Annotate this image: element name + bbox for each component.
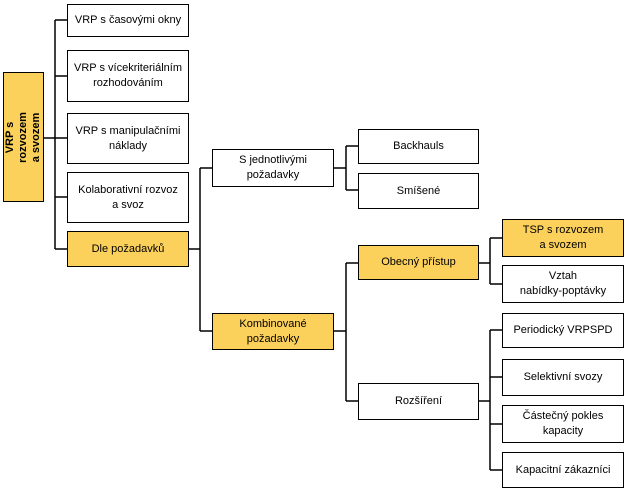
node-vrp-multicriteria: VRP s vícekriteriálním rozhodováním — [67, 50, 189, 102]
node-tsp-pickup-delivery: TSP s rozvozem a svozem — [502, 219, 624, 257]
node-collaborative: Kolaborativní rozvoz a svoz — [67, 172, 189, 223]
node-combined-demand: Kombinované požadavky — [212, 313, 334, 350]
node-by-demand: Dle požadavků — [67, 231, 189, 267]
node-label: Backhauls — [393, 140, 444, 152]
node-label: Částečný pokles kapacity — [522, 410, 604, 437]
node-periodic-vrpspd: Periodický VRPSPD — [502, 313, 624, 348]
node-vrp-time-windows: VRP s časovými okny — [67, 4, 189, 37]
node-label: VRP s časovými okny — [74, 14, 182, 26]
root-node: VRP s rozvozem a svozem — [3, 72, 44, 202]
node-backhauls: Backhauls — [358, 129, 479, 164]
node-label: TSP s rozvozem a svozem — [522, 224, 604, 251]
node-label: Dle požadavků — [91, 242, 165, 255]
node-partial-capacity-drop: Částečný pokles kapacity — [502, 405, 624, 443]
node-label: Periodický VRPSPD — [513, 324, 613, 336]
node-selective-pickups: Selektivní svozy — [502, 359, 624, 396]
node-label: Obecný přístup — [381, 256, 456, 268]
node-label: Smíšené — [396, 184, 441, 197]
node-label: VRP s manipulačními náklady — [75, 124, 181, 152]
node-label: S jednotlivými požadavky — [239, 154, 307, 181]
node-label: Vztah nabídky-poptávky — [519, 270, 607, 297]
node-label: Kombinované požadavky — [239, 317, 307, 345]
node-extensions: Rozšíření — [358, 383, 479, 420]
node-capacity-customers: Kapacitní zákazníci — [502, 452, 624, 488]
node-label: Rozšíření — [394, 395, 443, 407]
node-single-demand: S jednotlivými požadavky — [212, 149, 334, 187]
node-label: Selektivní svozy — [523, 371, 603, 383]
node-label: Kolaborativní rozvoz a svoz — [78, 183, 178, 211]
node-mixed: Smíšené — [358, 173, 479, 209]
node-vrp-handling-costs: VRP s manipulačními náklady — [67, 113, 189, 164]
node-label: VRP s vícekriteriálním rozhodováním — [74, 62, 182, 89]
node-general-approach: Obecný přístup — [358, 245, 479, 280]
node-label: Kapacitní zákazníci — [515, 463, 611, 476]
node-supply-demand: Vztah nabídky-poptávky — [502, 265, 624, 303]
root-label: VRP s rozvozem a svozem — [4, 111, 43, 163]
